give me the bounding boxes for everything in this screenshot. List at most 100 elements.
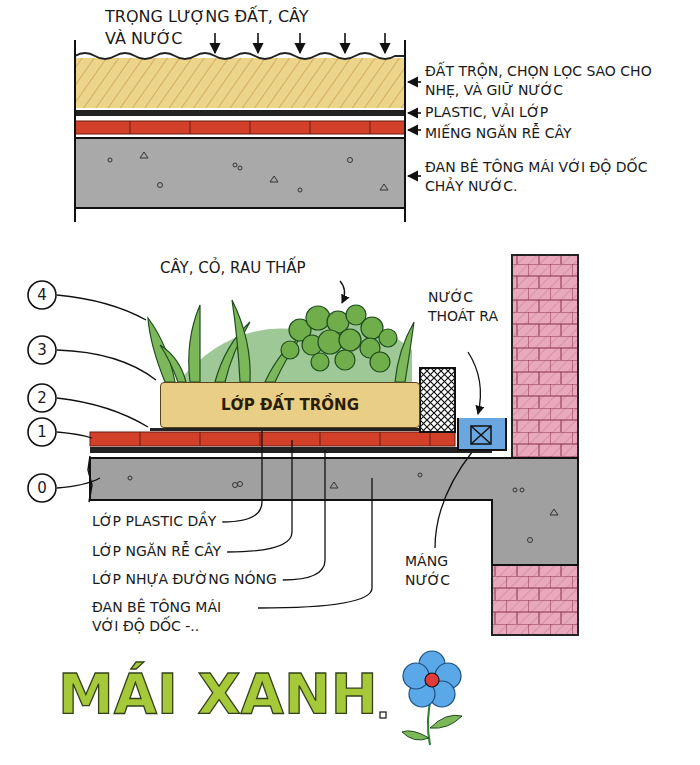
layer-pointer-arrows bbox=[408, 129, 421, 131]
callout-number: 2 bbox=[28, 388, 56, 408]
top-section bbox=[140, 152, 148, 158]
plants bbox=[160, 345, 186, 382]
annotation-leaders bbox=[222, 431, 262, 522]
plants bbox=[395, 322, 414, 382]
top-section bbox=[75, 137, 405, 139]
plants bbox=[148, 300, 414, 382]
annotation-leaders bbox=[222, 281, 480, 608]
plants bbox=[232, 300, 250, 382]
load-arrows bbox=[214, 33, 216, 53]
load-arrows bbox=[384, 33, 386, 53]
callout-number: 0 bbox=[28, 478, 56, 498]
top-section bbox=[238, 166, 242, 170]
roof-slab bbox=[128, 476, 132, 480]
flower-doodle bbox=[380, 651, 462, 745]
callout-number: 4 bbox=[28, 285, 56, 305]
layer-label: MIẾNG NGĂN RỄ CÂY bbox=[425, 124, 572, 143]
diagram-title: MÁI XANH bbox=[58, 660, 378, 727]
plants bbox=[189, 305, 200, 382]
top-section bbox=[130, 121, 370, 134]
annotation-leaders bbox=[435, 452, 472, 548]
plants bbox=[370, 352, 390, 372]
layer-pointer-arrows bbox=[408, 82, 421, 176]
roof-slab bbox=[128, 473, 558, 543]
roof-slab bbox=[88, 456, 92, 502]
annotation-leaders bbox=[227, 440, 292, 552]
callout-circles bbox=[28, 281, 56, 502]
roof-slab bbox=[550, 509, 558, 515]
water-gutter bbox=[471, 426, 491, 444]
plants bbox=[306, 306, 330, 330]
flower-doodle bbox=[402, 731, 429, 740]
brick-wall bbox=[512, 255, 578, 458]
load-arrows bbox=[299, 33, 301, 53]
plants bbox=[281, 341, 299, 359]
membrane-layers bbox=[150, 428, 430, 431]
plants bbox=[281, 305, 397, 372]
callout-leaders bbox=[57, 478, 100, 488]
plant-label: CÂY, CỎ, RAU THẤP bbox=[160, 258, 306, 278]
plants bbox=[265, 338, 300, 382]
plants bbox=[335, 350, 355, 370]
callout-leaders bbox=[57, 398, 148, 427]
callout-circles bbox=[28, 418, 56, 446]
plants bbox=[379, 329, 397, 347]
drainage-mesh bbox=[420, 368, 455, 432]
water-gutter bbox=[458, 418, 506, 450]
gutter-label: MÁNG NƯỚC bbox=[405, 552, 475, 590]
flower-doodle bbox=[430, 715, 462, 728]
layer-label: ĐAN BÊ TÔNG MÁI VỚI ĐỘ DỐC CHẢY NƯỚC. bbox=[425, 158, 655, 196]
callout-circles bbox=[28, 281, 56, 309]
brick-wall bbox=[492, 565, 578, 635]
roof-slab bbox=[238, 482, 243, 487]
callout-circles bbox=[28, 336, 56, 364]
plants bbox=[318, 330, 342, 354]
flower-doodle bbox=[380, 712, 386, 718]
load-label: TRỌNG LƯỢNG ĐẤT, CÂY VÀ NƯỚC bbox=[105, 6, 330, 50]
load-arrows bbox=[257, 33, 259, 53]
callout-leaders bbox=[57, 295, 146, 320]
annotation-leaders bbox=[258, 478, 372, 608]
layer-name: LỚP ĐẤT TRỒNG bbox=[221, 396, 359, 414]
top-section bbox=[75, 110, 405, 116]
layer-pointer-arrows bbox=[408, 175, 421, 177]
annotation-leaders bbox=[340, 281, 345, 303]
callout-circles bbox=[28, 384, 56, 412]
plants bbox=[148, 318, 175, 382]
callout-leaders bbox=[57, 350, 156, 380]
drain-label: NƯỚC THOÁT RA bbox=[428, 288, 500, 326]
water-gutter bbox=[458, 418, 506, 450]
soil-layer: LỚP ĐẤT TRỒNG bbox=[160, 382, 420, 428]
top-section bbox=[270, 176, 278, 182]
layer-label: ĐAN BÊ TÔNG MÁI VỚI ĐỘ DỐC -.. bbox=[92, 598, 252, 636]
callout-number: 3 bbox=[28, 340, 56, 360]
top-section bbox=[158, 183, 163, 188]
top-section bbox=[75, 53, 405, 59]
roof-slab bbox=[330, 482, 338, 488]
roof-slab bbox=[233, 483, 238, 488]
flower-doodle bbox=[403, 663, 429, 689]
membrane-layers bbox=[90, 432, 455, 446]
plants bbox=[339, 329, 361, 351]
top-section bbox=[404, 40, 406, 222]
top-section bbox=[75, 58, 405, 108]
top-section bbox=[75, 40, 405, 222]
load-arrows bbox=[344, 33, 346, 53]
layer-pointer-arrows bbox=[408, 81, 421, 83]
annotation-leaders bbox=[468, 352, 480, 414]
layer-label: LỚP NGĂN RỄ CÂY bbox=[92, 542, 221, 561]
brick-wall bbox=[512, 255, 578, 458]
layer-label: ĐẤT TRỘN, CHỌN LỌC SAO CHO NHẸ, VÀ GIỮ N… bbox=[425, 62, 687, 100]
top-section bbox=[75, 121, 405, 134]
roof-slab bbox=[90, 458, 578, 565]
membrane-layers bbox=[140, 432, 430, 446]
layer-label: LỚP NHỰA ĐƯỜNG NÓNG bbox=[92, 570, 277, 589]
callout-circles bbox=[28, 474, 56, 502]
top-section bbox=[298, 188, 302, 192]
top-section bbox=[233, 163, 237, 167]
layer-label: PLASTIC, VẢI LỚP bbox=[425, 103, 548, 122]
roof-slab bbox=[513, 488, 517, 492]
top-section bbox=[108, 152, 388, 192]
drainage-mesh bbox=[420, 368, 455, 432]
